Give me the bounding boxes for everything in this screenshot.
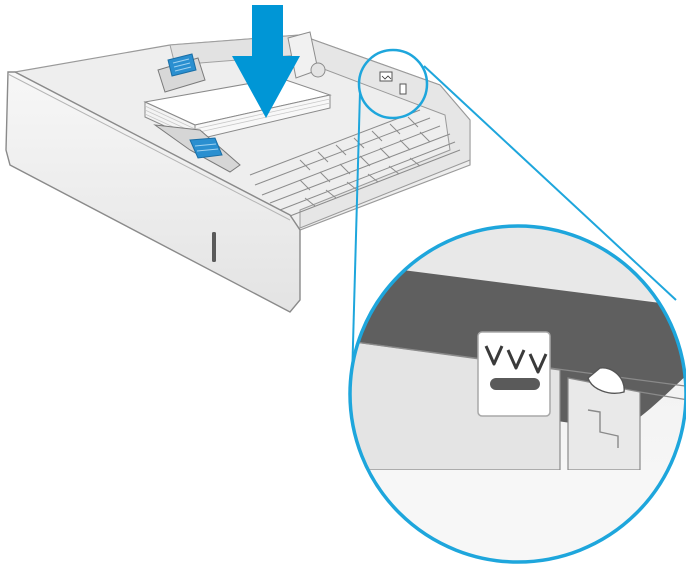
magnifier-callout xyxy=(348,224,686,564)
tray-ribs xyxy=(249,109,461,217)
callout-source-circle xyxy=(357,48,429,120)
down-arrow-icon xyxy=(232,5,300,118)
left-paper-guide xyxy=(157,53,206,93)
stack-height-limit-icon xyxy=(477,331,551,417)
callout-connector-lines xyxy=(351,65,677,381)
tray-handle-slot xyxy=(212,232,216,262)
paper-tray xyxy=(5,31,471,313)
front-paper-guide xyxy=(153,124,241,173)
